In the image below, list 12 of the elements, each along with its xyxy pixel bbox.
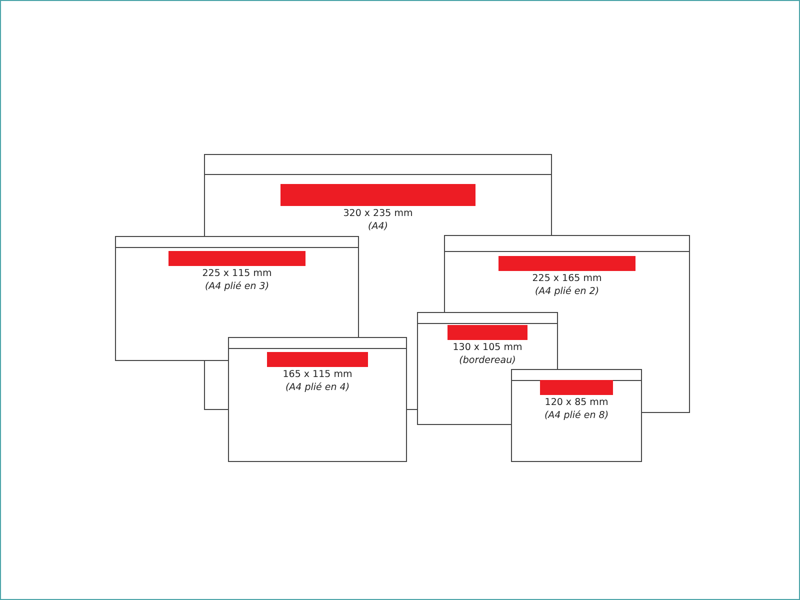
size-label: 130 x 105 mm [452,341,522,354]
format-note: (A4 plié en 4) [285,381,350,394]
format-note: (A4 plié en 8) [544,409,609,422]
format-note: (bordereau) [459,354,516,367]
format-note: (A4) [368,220,388,233]
size-label: 225 x 165 mm [532,272,602,285]
size-label: 120 x 85 mm [544,396,608,409]
format-note: (A4 plié en 3) [204,280,270,293]
format-note: (A4 plié en 2) [534,285,600,298]
size-label: 225 x 115 mm [202,267,272,280]
size-label: 165 x 115 mm [282,368,352,381]
size-label: 320 x 235 mm [343,207,413,220]
